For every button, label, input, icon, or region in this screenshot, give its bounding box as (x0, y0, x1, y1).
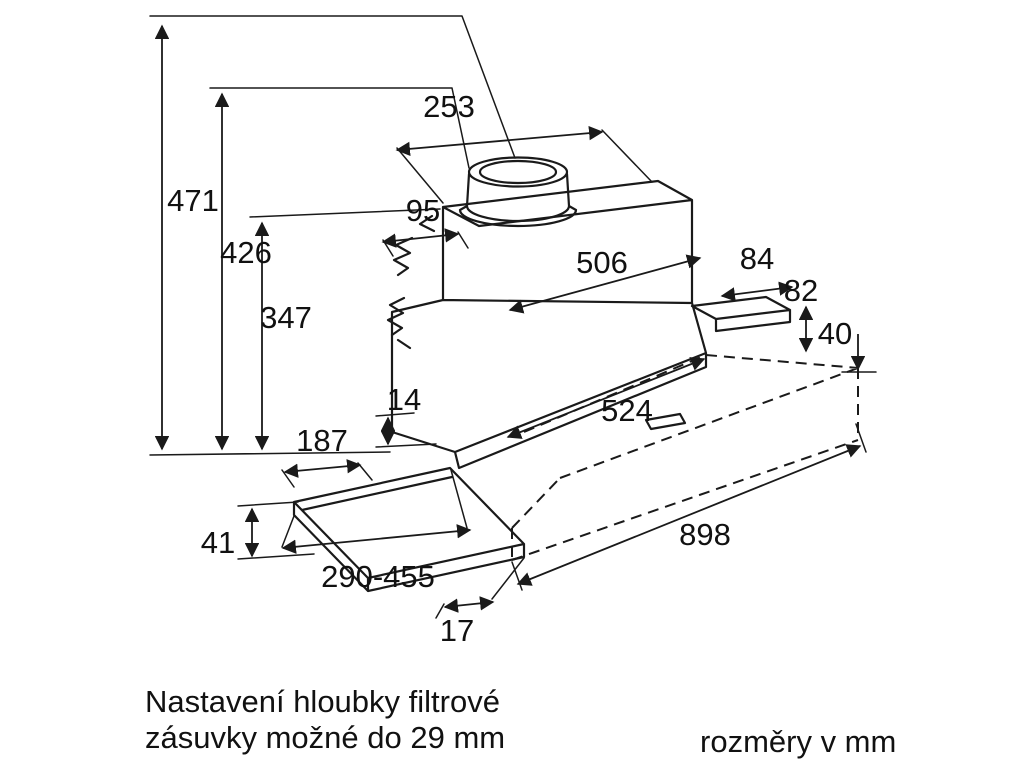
dim-line-pullout-range (281, 524, 472, 554)
collar-cylinder (458, 172, 578, 228)
dim-line-total-width (516, 444, 862, 586)
footer-notes: Nastavení hloubky filtrové zásuvky možné… (145, 684, 896, 759)
dim-label-bracket-height: 82 (784, 273, 818, 308)
extension-lines-path (149, 15, 877, 619)
dimension-labels: 471 426 347 253 95 506 84 82 40 14 187 5… (167, 89, 852, 648)
dim-label-total-height: 471 (167, 183, 219, 218)
collar-inner-ring (478, 159, 558, 185)
dim-line-front-edge-depth (443, 596, 495, 613)
dim-label-visor-thickness: 41 (201, 525, 235, 560)
dim-line-top-depth (395, 125, 604, 157)
dim-label-front-offset: 187 (296, 423, 348, 458)
air-outlet-collar (458, 156, 578, 228)
dim-line-lower-width (506, 357, 706, 439)
dim-label-upper-width: 506 (576, 245, 628, 280)
dimension-lines (154, 24, 866, 613)
dim-line-front-offset (283, 459, 362, 478)
note-line-1: Nastavení hloubky filtrové (145, 684, 500, 719)
dim-line-duct-offset (381, 228, 460, 248)
dim-label-duct-offset: 95 (406, 193, 440, 228)
clamp-zigzags (386, 214, 436, 350)
dim-line-bracket-depth (720, 281, 794, 302)
extension-lines (149, 15, 877, 619)
mounting-clamp-detail (386, 214, 436, 350)
note-line-2: zásuvky možné do 29 mm (145, 720, 505, 755)
dim-label-top-depth: 253 (423, 89, 475, 124)
units-note: rozměry v mm (700, 724, 896, 759)
dim-line-upper-width (508, 254, 702, 314)
dim-label-total-width: 898 (679, 517, 731, 552)
dim-label-body-height: 347 (260, 300, 312, 335)
mounting-bracket (690, 295, 792, 333)
collar-outer-ring (467, 156, 569, 188)
dim-label-height-to-collar: 426 (220, 235, 272, 270)
dim-label-lower-width: 524 (601, 393, 653, 428)
dim-label-bracket-depth: 84 (740, 241, 774, 276)
dim-label-lip-step: 14 (387, 382, 421, 417)
dim-label-pullout-range: 290-455 (321, 559, 435, 594)
dim-label-top-clearance: 40 (818, 316, 852, 351)
dim-label-front-edge-depth: 17 (440, 613, 474, 648)
bracket-plate (690, 295, 792, 333)
